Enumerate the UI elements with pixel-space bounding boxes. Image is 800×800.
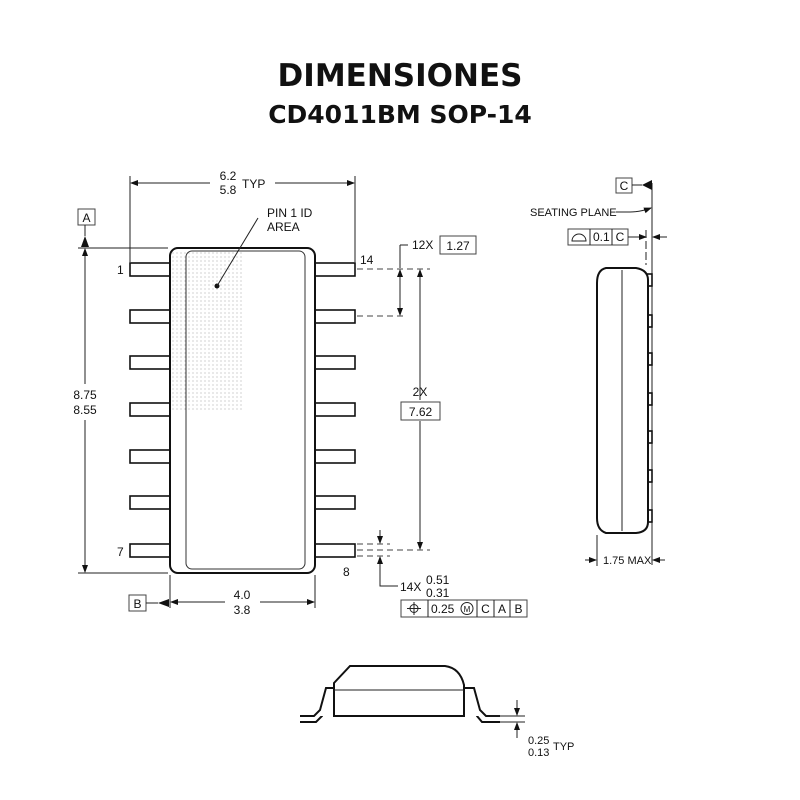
fcf-tolerance: 0.25 [431,602,455,616]
width-max: 6.2 [220,169,237,183]
subtitle: CD4011BM SOP-14 [268,100,532,129]
span-value: 7.62 [409,405,433,419]
flatness-value: 0.1 [593,230,610,244]
pin1-id-area [172,251,243,412]
pin1-label: PIN 1 ID [267,206,313,220]
seating-plane-label: SEATING PLANE [530,207,617,219]
lead-width-max: 0.51 [426,573,450,587]
height-max: 1.75 MAX [603,555,652,567]
end-body [333,665,465,717]
datum-a: A [82,211,90,225]
title: DIMENSIONES [278,58,523,94]
length-min: 8.55 [73,403,97,417]
pin-1-label: 1 [117,263,124,277]
pitch-value: 1.27 [446,239,470,253]
width-min: 5.8 [220,183,237,197]
side-view: C SEATING PLANE 0.1 C 1.75 MAX [530,177,667,567]
thickness-max: 0.25 [528,735,549,747]
pin-14-label: 14 [360,253,374,267]
lead-count: 14X [400,580,421,594]
body-width-max: 4.0 [234,588,251,602]
thickness-typ: TYP [553,741,574,753]
body-width-min: 3.8 [234,603,251,617]
mmc-icon [460,602,474,615]
pin1-label-2: AREA [267,220,300,234]
flatness-icon [571,233,587,242]
thickness-min: 0.13 [528,747,549,759]
length-max: 8.75 [73,388,97,402]
position-tolerance-frame: 0.25 M C A B [400,599,528,618]
pin-8-label: 8 [343,565,350,579]
lead-width-min: 0.31 [426,586,450,600]
leads-right [312,262,356,558]
pin-7-label: 7 [117,545,124,559]
leads-left [129,262,173,558]
top-view: PIN 1 ID AREA 1 7 8 14 6.2 5.8 TYP 8.75 … [73,169,528,618]
span-count: 2X [413,385,428,399]
position-icon [407,602,421,615]
pitch-count: 12X [412,238,433,252]
datum-c: C [620,179,629,193]
flatness-datum: C [616,230,625,244]
fcf-modifier: M [464,605,471,614]
fcf-datum-c: C [481,602,490,616]
width-typ: TYP [242,177,265,191]
fcf-datum-a: A [498,602,506,616]
fcf-datum-b: B [514,602,522,616]
end-view: 0.25 0.13 TYP [300,665,574,759]
datum-b: B [133,597,141,611]
